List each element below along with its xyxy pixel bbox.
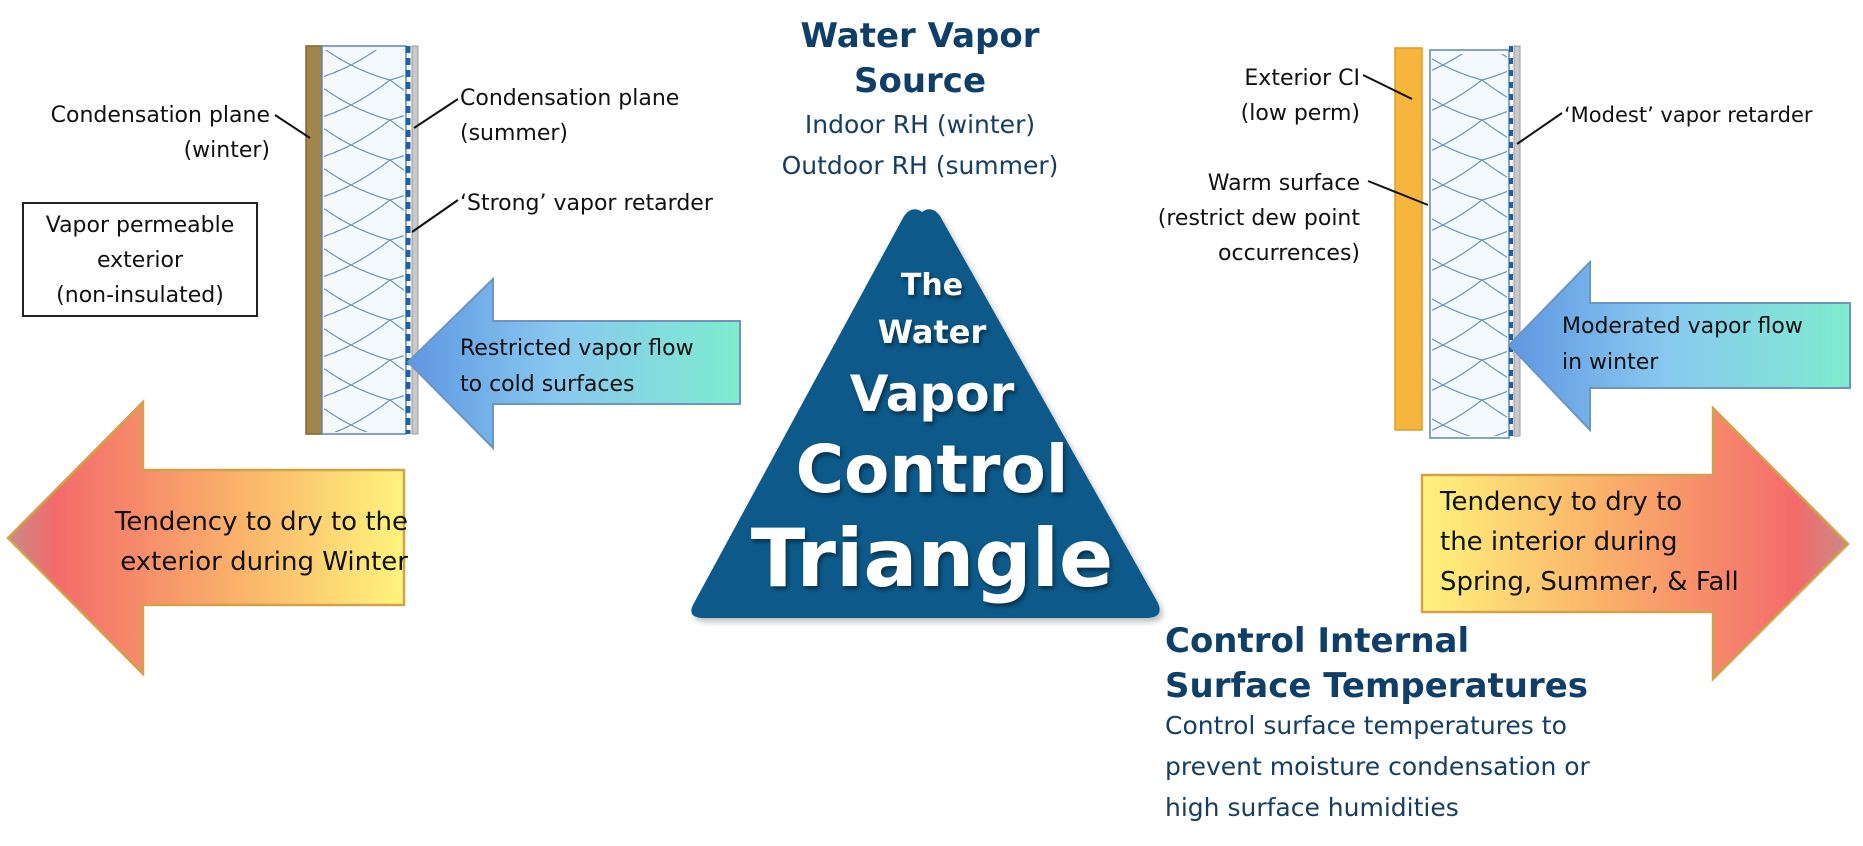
label-dry-interior: Tendency to dry to the interior during S… [1440,482,1770,602]
triangle-text-water: Water [877,313,987,351]
label-restricted-flow-line2: to cold surfaces [460,372,635,397]
left-siding [305,45,323,435]
right-flow-arrow [1507,259,1851,433]
leader-warm-surface [1367,180,1429,206]
left-dry-arrow [6,398,406,678]
label-dry-exterior: Tendency to dry to the exterior during W… [88,502,408,582]
leader-exterior-ci [1362,74,1413,100]
control-body-line1: Control surface temperatures to [1165,711,1567,740]
subtext-indoor-rh: Indoor RH (winter) [804,110,1036,139]
label-warm-line3: occurrences) [1218,241,1360,266]
leader-cond-winter [274,114,311,139]
leader-cond-summer [413,98,459,129]
label-moderated-flow-line2: in winter [1562,350,1659,375]
label-warm-surface: Warm surface (restrict dew point occurre… [1080,166,1360,271]
label-cond-winter-line1: Condensation plane [50,103,270,128]
right-dry-arrow [1420,404,1850,683]
label-cond-summer-line1: Condensation plane [460,86,680,111]
triangle-text-the: The [900,268,964,303]
triangle-text-triangle: Triangle [750,512,1114,605]
label-restricted-flow-line1: Restricted vapor flow [460,336,694,361]
right-insulation-pattern [1432,54,1507,436]
label-dry-interior-line1: Tendency to dry to [1440,487,1683,517]
label-strong-retarder: ‘Strong’ vapor retarder [460,191,713,216]
left-flow-arrow [406,276,741,451]
control-body-line3: high surface humidities [1165,793,1459,822]
label-cond-plane-summer: Condensation plane (summer) [460,81,760,151]
subtext-outdoor-rh: Outdoor RH (summer) [781,151,1059,180]
left-insulation-pattern [324,50,404,432]
control-triangle [691,209,1160,618]
leader-strong-retarder [411,199,459,233]
heading-water-vapor-line1: Water Vapor [800,16,1040,56]
leader-modest-retarder [1516,112,1563,145]
label-warm-line2: (restrict dew point [1157,206,1360,231]
heading-control-line1: Control Internal [1165,621,1470,661]
label-box-vapor-permeable: Vapor permeable exterior (non-insulated) [22,202,258,317]
heading-control-line2: Surface Temperatures [1165,666,1589,706]
label-cond-summer-line2: (summer) [460,121,569,146]
right-drywall [1513,45,1521,437]
label-restricted-flow: Restricted vapor flow to cold surfaces [460,331,740,403]
right-wall-assembly [1362,45,1563,439]
heading-water-vapor-line2: Source [853,61,987,101]
label-moderated-flow: Moderated vapor flow in winter [1562,309,1852,381]
heading-water-vapor: Water Vapor Source [780,14,1060,104]
label-dry-exterior-line2: exterior during Winter [120,547,408,577]
label-cond-winter-line2: (winter) [183,138,270,163]
label-modest-retarder: ‘Modest’ vapor retarder [1564,103,1813,127]
label-exterior-ci: Exterior CI (low perm) [1140,61,1360,131]
control-body-line2: prevent moisture condensation or [1165,752,1590,781]
left-drywall [411,45,419,435]
label-permeable-line2: exterior [97,248,183,273]
water-vapor-subtext: Indoor RH (winter) Outdoor RH (summer) [740,104,1100,186]
label-ci-line1: Exterior CI [1244,66,1360,91]
label-ci-line2: (low perm) [1240,101,1360,126]
label-permeable-line3: (non-insulated) [56,283,224,308]
triangle-text-control: Control [795,431,1069,508]
triangle-text-vapor: Vapor [849,365,1015,423]
label-cond-plane-winter: Condensation plane (winter) [0,98,270,168]
heading-control-surface: Control Internal Surface Temperatures [1165,619,1685,709]
label-dry-interior-line3: Spring, Summer, & Fall [1440,567,1739,597]
label-warm-line1: Warm surface [1207,171,1360,196]
label-dry-interior-line2: the interior during [1440,527,1678,557]
label-permeable-line1: Vapor permeable [45,213,235,238]
right-exterior-ci [1394,47,1423,431]
left-wall-assembly [274,45,459,435]
label-moderated-flow-line1: Moderated vapor flow [1562,314,1803,339]
label-dry-exterior-line1: Tendency to dry to the [114,507,408,537]
control-surface-body: Control surface temperatures to prevent … [1165,705,1765,828]
